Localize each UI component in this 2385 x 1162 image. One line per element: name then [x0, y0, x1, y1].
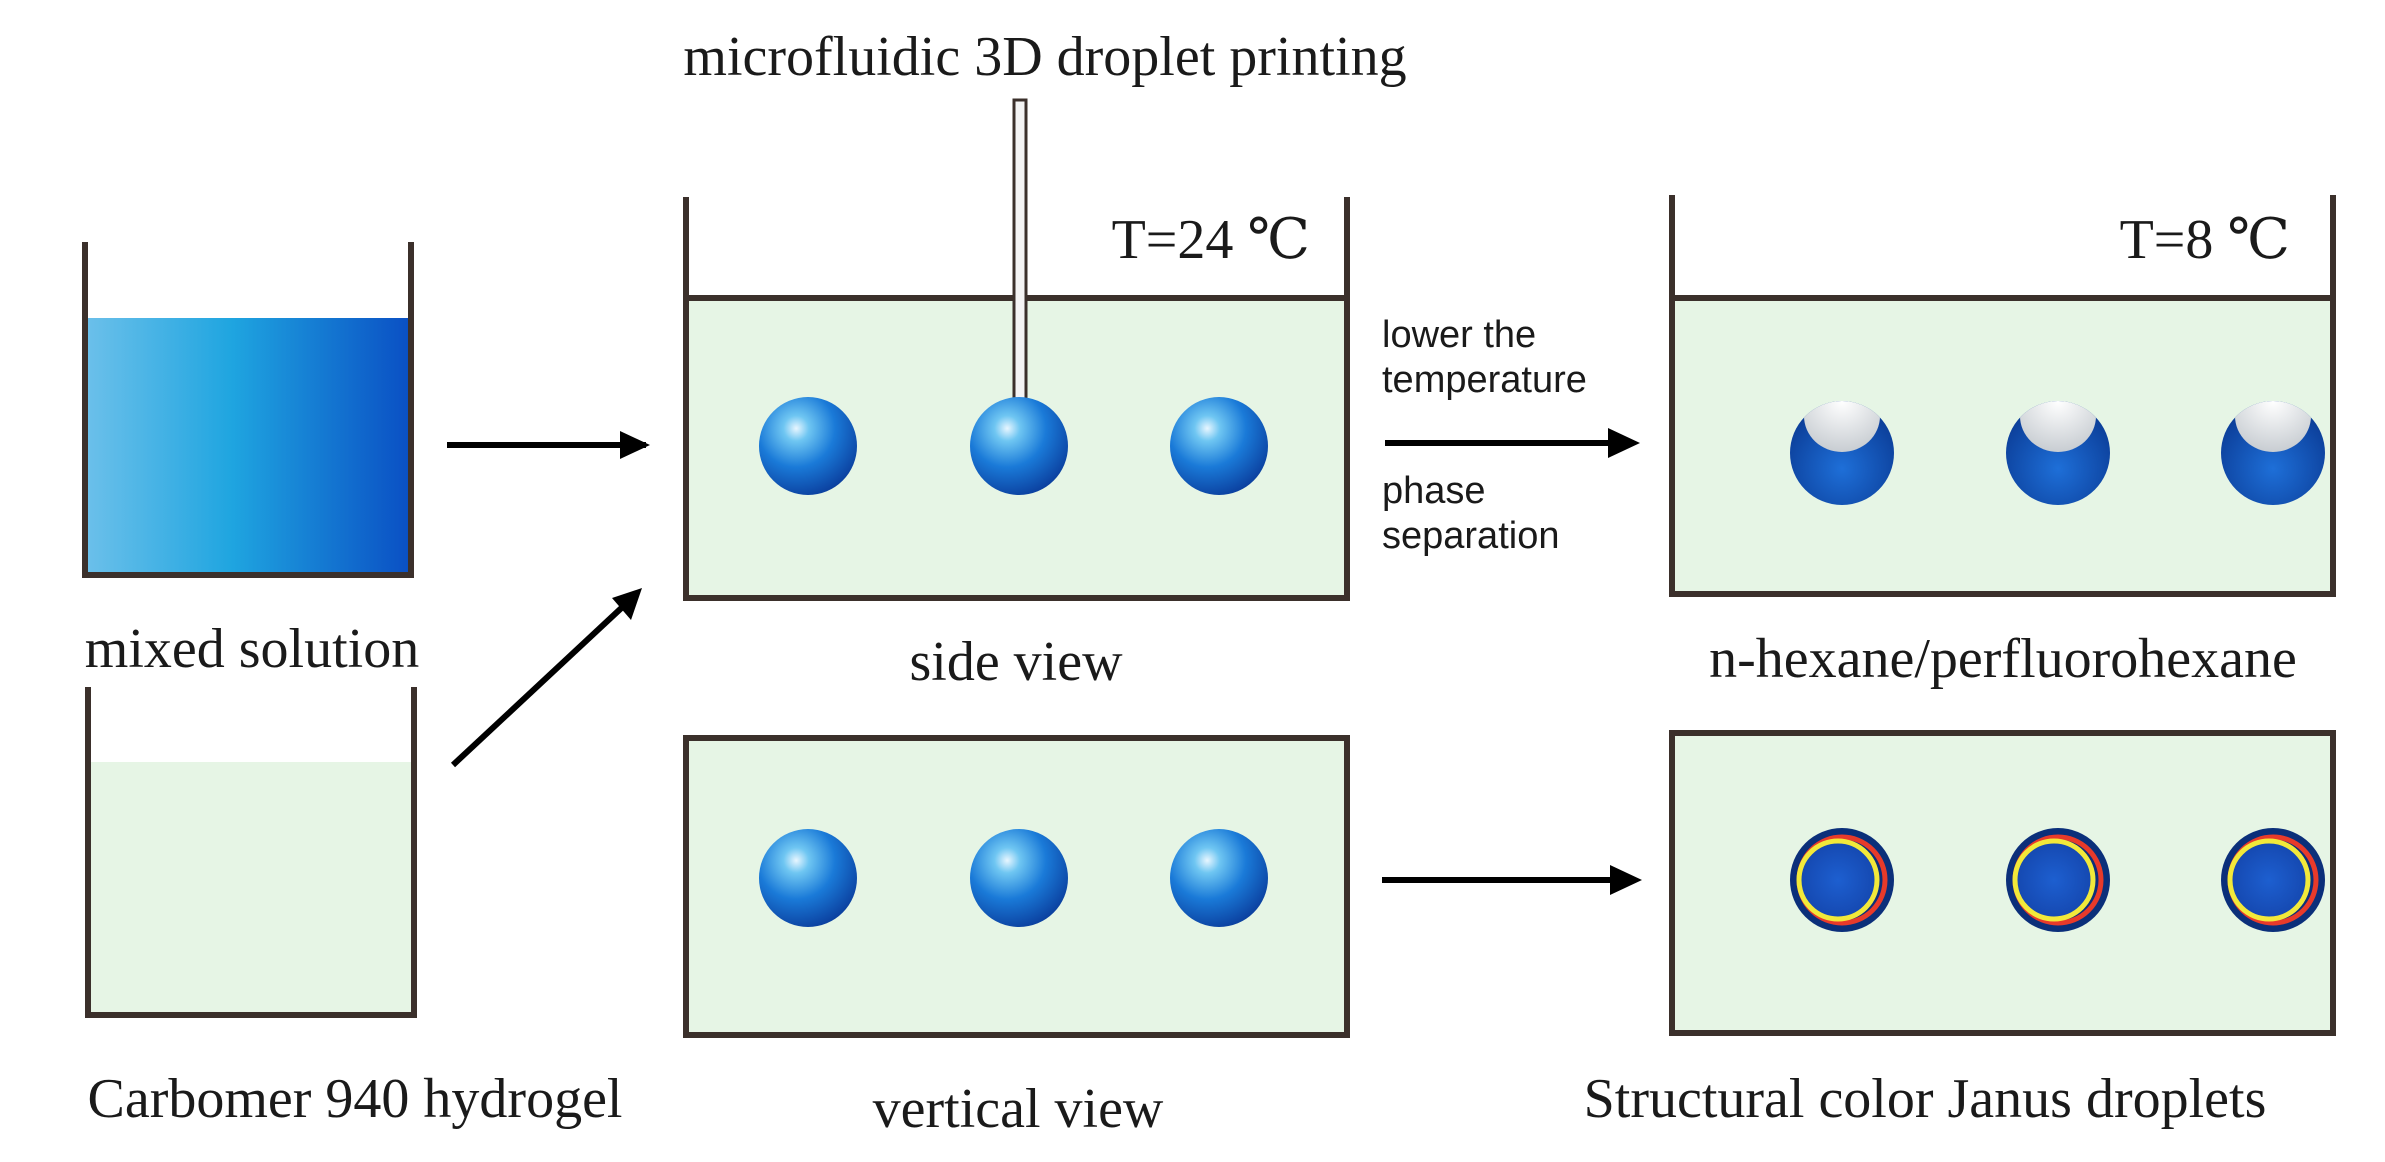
- mixed-solution-label: mixed solution: [85, 618, 419, 680]
- janus-droplet: [2221, 401, 2325, 505]
- phase-separation-label-2: separation: [1382, 515, 1559, 557]
- droplet: [1170, 829, 1268, 927]
- temp-cold-label: T=8 ℃: [2120, 209, 2290, 271]
- carbomer-label: Carbomer 940 hydrogel: [88, 1068, 623, 1130]
- janus-droplet: [1790, 401, 1894, 505]
- vertical-view-label: vertical view: [873, 1078, 1164, 1140]
- janus-droplet-top: [1790, 828, 1894, 932]
- janus-droplet-top: [2006, 828, 2110, 932]
- droplet: [759, 829, 857, 927]
- lower-temp-label-2: temperature: [1382, 359, 1587, 401]
- lower-temp-label-1: lower the: [1382, 314, 1536, 356]
- droplet: [970, 829, 1068, 927]
- droplet: [970, 397, 1068, 495]
- arrow-hydrogel-to-bath: [450, 597, 633, 768]
- droplet: [1170, 397, 1268, 495]
- printing-label: microfluidic 3D droplet printing: [683, 26, 1406, 88]
- janus-droplet: [2006, 401, 2110, 505]
- printing-nozzle: [1012, 98, 1028, 412]
- arrowhead-cooling: [1608, 428, 1640, 458]
- arrowhead-hydrogel: [612, 588, 642, 620]
- phase-separation-label-1: phase: [1382, 470, 1486, 512]
- carbomer-hydrogel-container: [85, 687, 417, 1018]
- arrowhead-solution: [620, 431, 650, 459]
- janus-label: Structural color Janus droplets: [1584, 1068, 2267, 1130]
- side-view-label: side view: [909, 631, 1123, 693]
- temp-hot-label: T=24 ℃: [1112, 209, 1310, 271]
- arrowhead-janus: [1610, 865, 1642, 895]
- solvent-label: n-hexane/perfluorohexane: [1709, 628, 2297, 690]
- droplet: [759, 397, 857, 495]
- mixed-solution-container: [82, 242, 414, 578]
- janus-droplet-top: [2221, 828, 2325, 932]
